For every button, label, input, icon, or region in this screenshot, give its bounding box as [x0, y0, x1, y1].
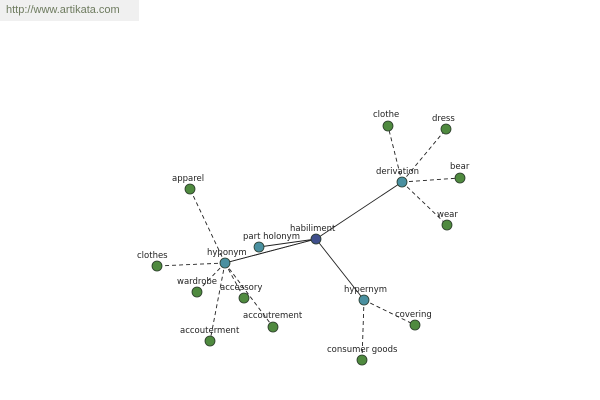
- edge-hyponym-clothes: [156, 262, 226, 267]
- node-wardrobe-label[interactable]: wardrobe: [177, 277, 217, 287]
- graph-labels: habiliment derivation hyponym part holonym h…: [137, 110, 470, 355]
- edge-habiliment-part-holonym: [258, 238, 317, 248]
- node-dress-label[interactable]: dress: [432, 114, 455, 124]
- graph-edges: [156, 125, 461, 361]
- node-hypernym-label[interactable]: hypernym: [344, 285, 387, 295]
- node-consumer-goods-label[interactable]: consumer goods: [327, 345, 398, 355]
- source-url[interactable]: http://www.artikata.com: [0, 0, 139, 21]
- node-bear[interactable]: [454, 172, 466, 184]
- node-derivation[interactable]: [396, 176, 408, 188]
- node-hyponym-label[interactable]: hyponym: [207, 248, 247, 258]
- node-clothe[interactable]: [382, 120, 394, 132]
- edge-derivation-clothe: [387, 125, 403, 183]
- node-part-holonym-label[interactable]: part holonym: [243, 232, 300, 242]
- edge-derivation-dress: [401, 128, 447, 183]
- edge-hypernym-consumer-goods: [361, 299, 365, 361]
- edge-hyponym-accouterment: [209, 262, 226, 342]
- node-covering[interactable]: [409, 319, 421, 331]
- node-dress[interactable]: [440, 123, 452, 135]
- edge-hyponym-accoutrement: [224, 262, 274, 328]
- node-part-holonym[interactable]: [253, 241, 265, 253]
- node-wear-label[interactable]: wear: [437, 210, 458, 220]
- node-apparel[interactable]: [184, 183, 196, 195]
- node-hyponym[interactable]: [219, 257, 231, 269]
- graph-nodes: [151, 120, 466, 366]
- node-bear-label[interactable]: bear: [450, 162, 470, 172]
- edge-derivation-bear: [401, 177, 461, 183]
- edge-hyponym-habiliment-b: [224, 238, 317, 264]
- node-accouterment[interactable]: [204, 335, 216, 347]
- node-clothe-label[interactable]: clothe: [373, 110, 399, 120]
- edge-habiliment-derivation: [315, 181, 403, 240]
- node-covering-label[interactable]: covering: [395, 310, 432, 320]
- node-consumer-goods[interactable]: [356, 354, 368, 366]
- node-accouterment-label[interactable]: accouterment: [180, 326, 240, 336]
- node-hypernym[interactable]: [358, 294, 370, 306]
- node-accessory[interactable]: [238, 292, 250, 304]
- edge-hypernym-covering: [363, 299, 416, 326]
- node-habiliment-label[interactable]: habiliment: [290, 224, 336, 234]
- node-wardrobe[interactable]: [191, 286, 203, 298]
- edge-habiliment-hypernym: [315, 238, 365, 301]
- node-accoutrement-label[interactable]: accoutrement: [243, 311, 303, 321]
- node-clothes-label[interactable]: clothes: [137, 251, 168, 261]
- node-habiliment[interactable]: [310, 233, 322, 245]
- node-wear[interactable]: [441, 219, 453, 231]
- node-clothes[interactable]: [151, 260, 163, 272]
- node-accoutrement[interactable]: [267, 321, 279, 333]
- edge-derivation-wear: [401, 181, 448, 226]
- node-derivation-label[interactable]: derivation: [376, 167, 419, 177]
- node-accessory-label[interactable]: accessory: [220, 283, 262, 293]
- node-apparel-label[interactable]: apparel: [172, 174, 204, 184]
